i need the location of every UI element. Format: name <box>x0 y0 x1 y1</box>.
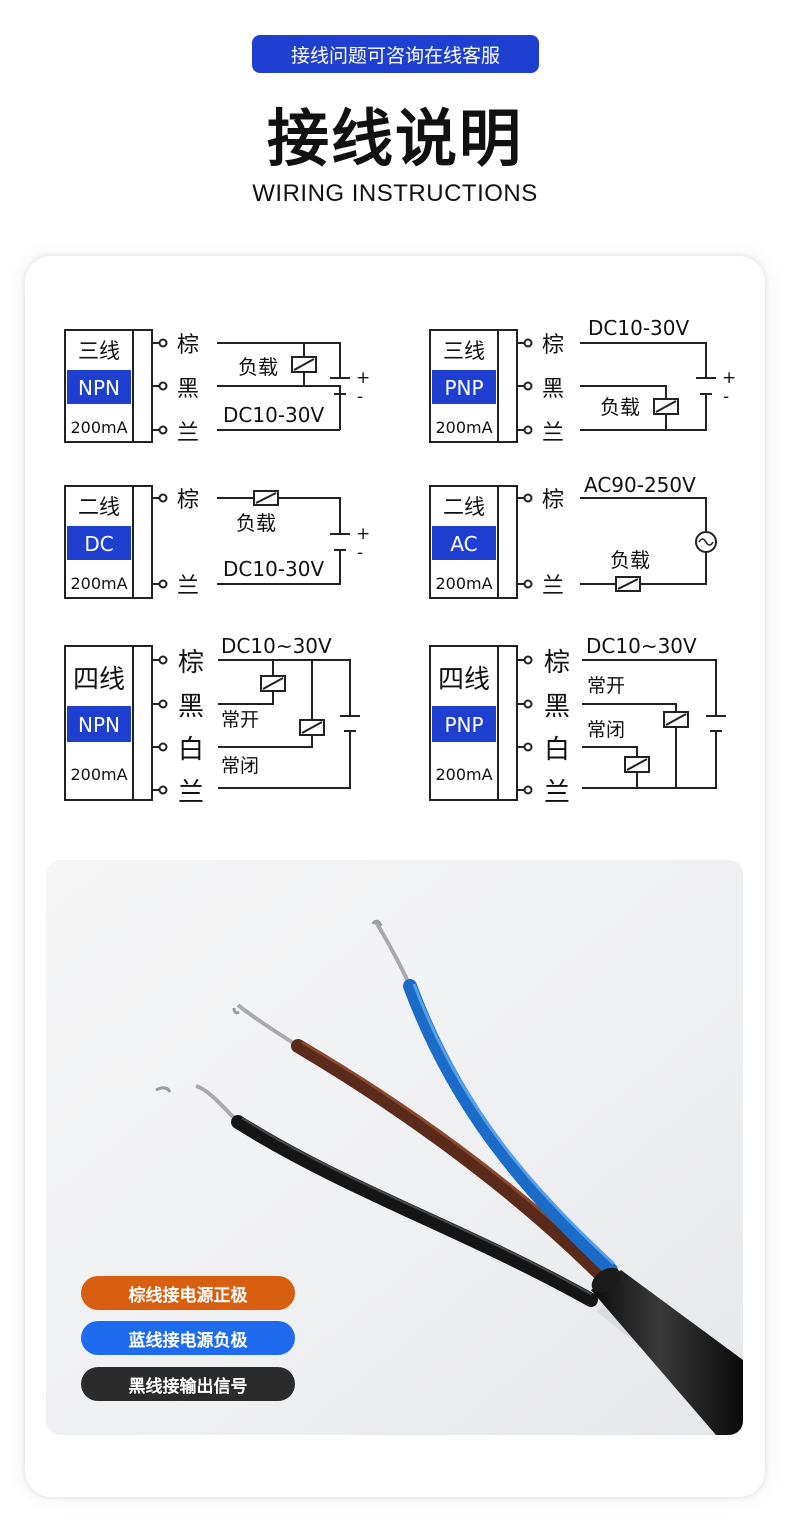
code-label: NPN <box>78 376 120 400</box>
cable-photo <box>46 860 743 1435</box>
svg-text:-: - <box>357 387 363 407</box>
load-label: 负载 <box>238 355 278 379</box>
svg-text:-: - <box>357 543 363 563</box>
svg-text:兰: 兰 <box>542 421 564 446</box>
svg-text:兰: 兰 <box>542 574 564 599</box>
page-subtitle: WIRING INSTRUCTIONS <box>252 180 538 207</box>
terminal-black: 黑 <box>177 377 199 402</box>
svg-text:DC10-30V: DC10-30V <box>223 557 324 581</box>
current-label: 200mA <box>70 418 127 437</box>
diagram-npn-4wire: 四线 NPN 200mA 棕 黑 白 兰 DC10~30V 常开 常闭 <box>64 634 360 808</box>
svg-text:兰: 兰 <box>544 778 570 808</box>
svg-text:黑: 黑 <box>544 692 570 722</box>
diagram-pnp-3wire: 三线 PNP 200mA 棕 黑 兰 DC10-30V 负载 + - <box>429 316 736 446</box>
svg-text:DC10-30V: DC10-30V <box>588 316 689 340</box>
svg-text:PNP: PNP <box>444 376 483 400</box>
svg-text:兰: 兰 <box>178 778 204 808</box>
svg-text:负载: 负载 <box>600 395 640 419</box>
diagram-npn-3wire: 三线 NPN 200mA 棕 黑 兰 负载 DC10-30V + - <box>64 329 370 446</box>
svg-text:黑: 黑 <box>542 377 564 402</box>
svg-text:常开: 常开 <box>587 675 625 697</box>
svg-text:200mA: 200mA <box>435 418 492 437</box>
svg-text:棕: 棕 <box>178 648 204 678</box>
svg-text:DC: DC <box>84 532 113 556</box>
svg-text:DC10~30V: DC10~30V <box>586 634 697 658</box>
terminal-blue: 兰 <box>177 421 199 446</box>
svg-text:棕: 棕 <box>542 488 564 513</box>
diagram-dc-2wire: 二线 DC 200mA 棕 兰 负载 DC10-30V + - <box>64 485 370 599</box>
page-title: 接线说明 <box>266 102 523 175</box>
svg-text:AC90-250V: AC90-250V <box>584 473 696 497</box>
svg-text:棕: 棕 <box>544 648 570 678</box>
svg-text:+: + <box>356 368 370 388</box>
wiring-diagrams: 三线 NPN 200mA 棕 黑 兰 负载 DC10-30V + - 三线 PN… <box>64 316 736 808</box>
type-label: 三线 <box>78 339 120 363</box>
svg-text:三线: 三线 <box>443 339 485 363</box>
consult-online-pill[interactable]: 接线问题可咨询在线客服 <box>252 35 539 73</box>
svg-text:二线: 二线 <box>443 495 485 519</box>
svg-text:兰: 兰 <box>177 574 199 599</box>
supply-label: DC10-30V <box>223 403 324 427</box>
diagram-pnp-4wire: 四线 PNP 200mA 棕 黑 白 兰 DC10~30V 常开 常闭 <box>429 634 726 808</box>
svg-text:200mA: 200mA <box>435 574 492 593</box>
svg-text:四线: 四线 <box>438 665 490 695</box>
svg-text:200mA: 200mA <box>435 765 492 784</box>
svg-text:棕: 棕 <box>542 333 564 358</box>
svg-text:常开: 常开 <box>221 709 259 731</box>
svg-text:+: + <box>722 368 736 388</box>
terminal-brown: 棕 <box>177 333 199 358</box>
svg-text:常闭: 常闭 <box>587 719 625 741</box>
svg-text:NPN: NPN <box>78 713 120 737</box>
svg-text:200mA: 200mA <box>70 574 127 593</box>
svg-text:AC: AC <box>450 532 477 556</box>
tag-blue-wire: 蓝线接电源负极 <box>81 1321 295 1355</box>
svg-text:DC10~30V: DC10~30V <box>221 634 332 658</box>
svg-text:棕: 棕 <box>177 488 199 513</box>
svg-text:二线: 二线 <box>78 495 120 519</box>
svg-text:常闭: 常闭 <box>221 755 259 777</box>
svg-text:白: 白 <box>544 735 570 765</box>
svg-text:白: 白 <box>178 735 204 765</box>
svg-text:200mA: 200mA <box>70 765 127 784</box>
svg-text:负载: 负载 <box>610 548 650 572</box>
svg-text:PNP: PNP <box>444 713 483 737</box>
svg-text:-: - <box>723 387 729 407</box>
tag-black-wire: 黑线接输出信号 <box>81 1367 295 1401</box>
svg-text:四线: 四线 <box>73 665 125 695</box>
svg-text:黑: 黑 <box>178 692 204 722</box>
tag-brown-wire: 棕线接电源正极 <box>81 1276 295 1310</box>
svg-text:+: + <box>356 524 370 544</box>
svg-text:负载: 负载 <box>236 511 276 535</box>
diagram-ac-2wire: 二线 AC 200mA 棕 兰 AC90-250V 负载 <box>429 473 717 599</box>
